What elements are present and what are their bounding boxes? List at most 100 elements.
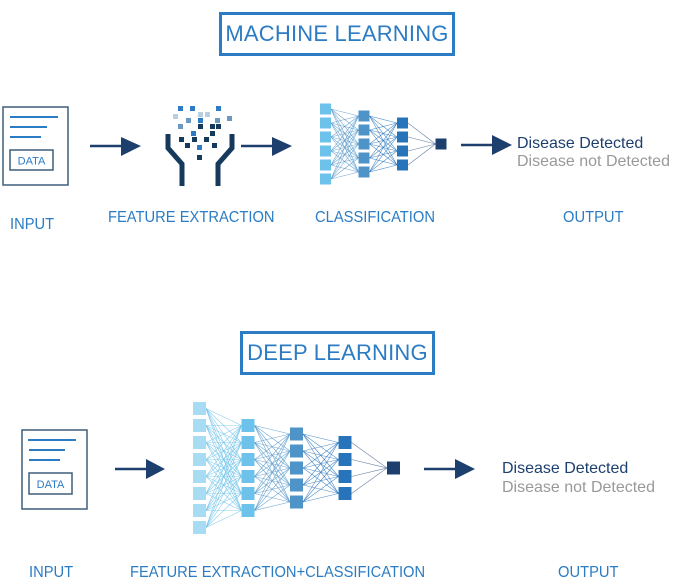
- dl-net-edge: [302, 442, 339, 469]
- dl-net-edge: [254, 433, 291, 494]
- ml-net-node-layer-2: [358, 152, 370, 164]
- dl-arrow-1: [115, 459, 165, 479]
- ml-net-edge: [369, 122, 398, 131]
- dl-net-edge: [205, 425, 242, 460]
- dl-arrow-2: [424, 459, 475, 479]
- dl-net-edge: [254, 433, 291, 460]
- dl-net-node-layer-3: [290, 461, 303, 475]
- ml-net-edge: [330, 129, 359, 180]
- ml-feature-extraction-caption: FEATURE EXTRACTION: [108, 209, 275, 226]
- ml-doc-data-label: DATA: [18, 156, 46, 168]
- ml-net-node-layer-1: [320, 117, 331, 129]
- ml-input-caption: INPUT: [10, 216, 55, 233]
- dl-net-edge: [302, 442, 339, 486]
- ml-net-node-layer-1: [320, 173, 331, 185]
- dl-net-node-layer-3: [290, 444, 303, 458]
- ml-net-edge: [330, 143, 359, 180]
- dl-net-edge: [205, 493, 242, 528]
- dl-net-edge: [302, 442, 339, 503]
- dl-net-node-layer-2: [241, 504, 255, 517]
- ml-output-disease-detected: Disease Detected: [517, 135, 644, 152]
- dl-net-edge: [254, 467, 291, 511]
- dl-output-caption: OUTPUT: [558, 564, 619, 581]
- dl-net-edge: [254, 450, 291, 511]
- dl-net-node-layer-5: [387, 461, 400, 475]
- dl-net-edge: [351, 442, 388, 469]
- ml-net-edge: [330, 108, 359, 117]
- dl-net-node-layer-1: [193, 504, 206, 517]
- ml-net-edge: [369, 122, 398, 159]
- dl-document-icon: DATA: [21, 429, 88, 510]
- ml-net-node-layer-1: [320, 103, 331, 115]
- ml-net-edge: [330, 115, 359, 138]
- ml-net-node-layer-2: [358, 110, 370, 122]
- ml-net-edge: [369, 164, 398, 173]
- feature-extraction-icon: [165, 106, 235, 186]
- dl-net-node-layer-4: [338, 453, 352, 466]
- ml-net-edge: [407, 122, 436, 145]
- ml-document-icon: DATA: [2, 106, 69, 186]
- dl-net-edge: [302, 459, 339, 503]
- ml-arrow-3: [461, 135, 512, 155]
- ml-net-edge: [369, 115, 398, 124]
- dl-net-edge: [254, 433, 291, 511]
- ml-net-node-layer-2: [358, 124, 370, 136]
- dl-net-node-layer-1: [193, 436, 206, 449]
- dl-net-edge: [254, 484, 291, 511]
- ml-net-node-layer-3: [397, 117, 408, 129]
- dl-net-node-layer-3: [290, 427, 303, 441]
- dl-net-edge: [205, 476, 242, 528]
- dl-net-node-layer-2: [241, 487, 255, 500]
- dl-net-edge: [302, 433, 339, 443]
- ml-arrow-2: [241, 137, 292, 156]
- ml-net-edge: [369, 150, 398, 173]
- dl-doc-data-label: DATA: [37, 479, 65, 491]
- ml-net-edge: [369, 136, 398, 173]
- ml-output-caption: OUTPUT: [563, 209, 624, 226]
- dl-net-node-layer-1: [193, 419, 206, 432]
- ml-net-edge: [330, 171, 359, 180]
- dl-net-edge: [351, 467, 388, 477]
- dl-net-edge: [254, 433, 291, 443]
- ml-net-node-layer-1: [320, 131, 331, 143]
- ml-net-node-layer-3: [397, 131, 408, 143]
- dl-net-edge: [302, 442, 339, 452]
- dl-net-node-layer-1: [193, 487, 206, 500]
- ml-net-edge: [330, 157, 359, 180]
- dl-net-edge: [205, 425, 242, 443]
- dl-input-caption: INPUT: [29, 564, 74, 581]
- dl-net-node-layer-2: [241, 419, 255, 432]
- ml-arrow-1: [90, 137, 141, 156]
- dl-net-node-layer-4: [338, 436, 352, 449]
- dl-net-node-layer-2: [241, 453, 255, 466]
- dl-net-node-layer-1: [193, 470, 206, 483]
- dl-net-edge: [302, 493, 339, 503]
- dl-net-node-layer-4: [338, 470, 352, 483]
- dl-net-edge: [254, 425, 291, 435]
- dl-net-edge: [205, 408, 242, 426]
- ml-net-node-layer-1: [320, 145, 331, 157]
- dl-net-edge: [205, 425, 242, 528]
- dl-net-node-layer-1: [193, 521, 206, 534]
- ml-net-node-layer-3: [397, 145, 408, 157]
- dl-net-edge: [205, 510, 242, 528]
- dl-net-edge: [205, 425, 242, 477]
- dl-net-edge: [254, 433, 291, 477]
- ml-net-edge: [330, 115, 359, 166]
- dl-net-node-layer-2: [241, 436, 255, 449]
- dl-net-node-layer-4: [338, 487, 352, 500]
- ml-net-edge: [369, 122, 398, 173]
- dl-net-node-layer-1: [193, 453, 206, 466]
- ml-net-edge: [330, 115, 359, 152]
- ml-output-disease-not-detected: Disease not Detected: [517, 153, 670, 170]
- ml-net-edge: [330, 115, 359, 124]
- ml-net-edge: [369, 122, 398, 145]
- ml-net-node-layer-4: [435, 138, 447, 150]
- dl-net-edge: [205, 425, 242, 494]
- machine-learning-title: MACHINE LEARNING: [219, 12, 455, 56]
- dl-feature-classification-network: [193, 402, 400, 534]
- dl-net-node-layer-2: [241, 470, 255, 483]
- ml-net-edge: [407, 143, 436, 166]
- dl-output-disease-detected: Disease Detected: [502, 460, 629, 477]
